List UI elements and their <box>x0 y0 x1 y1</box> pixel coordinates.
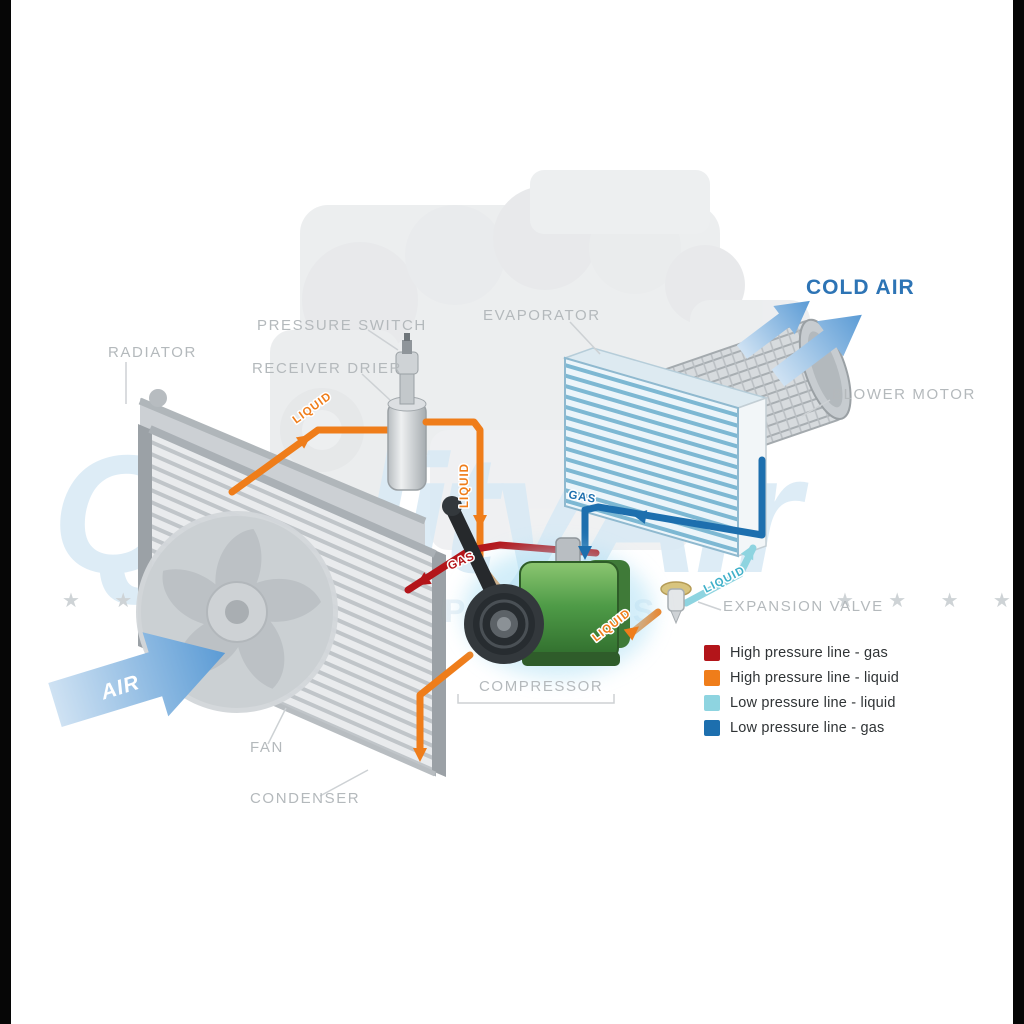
radiator <box>138 389 427 552</box>
legend-label: Low pressure line - liquid <box>730 695 896 711</box>
leader-lines <box>125 321 831 797</box>
legend-item-low-pressure-gas: Low pressure line - gas <box>704 720 899 736</box>
label-fan: FAN <box>250 739 284 756</box>
film-bar-left <box>0 0 11 1024</box>
compressor <box>442 496 630 666</box>
label-condenser: CONDENSER <box>250 790 361 807</box>
legend-swatch-low-pressure-liquid <box>704 695 720 711</box>
legend: High pressure line - gas High pressure l… <box>704 645 899 736</box>
label-evaporator: EVAPORATOR <box>483 307 601 324</box>
label-blower-motor: BLOWER MOTOR <box>832 386 976 403</box>
expansion-valve <box>660 581 692 625</box>
label-receiver-drier: RECEIVER DRIER <box>252 360 402 377</box>
watermark-stars-right: ★ ★ ★ ★ <box>836 588 1024 612</box>
pipe-label-liquid-2: LIQUID <box>459 463 471 508</box>
label-expansion-valve: EXPANSION VALVE <box>723 598 884 615</box>
legend-swatch-high-pressure-gas <box>704 645 720 661</box>
film-bar-right <box>1013 0 1024 1024</box>
pipe-low-pressure-gas <box>581 456 766 554</box>
legend-item-high-pressure-gas: High pressure line - gas <box>704 645 899 661</box>
label-compressor: COMPRESSOR <box>479 678 604 695</box>
pipe-high-pressure-liquid-3 <box>416 651 474 756</box>
pipe-high-pressure-liquid-1 <box>228 426 396 496</box>
air-arrow: AIR <box>48 632 226 727</box>
label-cold-air: COLD AIR <box>806 276 915 299</box>
label-pressure-switch: PRESSURE SWITCH <box>257 317 427 334</box>
legend-item-low-pressure-liquid: Low pressure line - liquid <box>704 695 899 711</box>
legend-label: Low pressure line - gas <box>730 720 885 736</box>
legend-label: High pressure line - liquid <box>730 670 900 686</box>
legend-item-high-pressure-liquid: High pressure line - liquid <box>704 670 899 686</box>
legend-swatch-low-pressure-gas <box>704 720 720 736</box>
legend-swatch-high-pressure-liquid <box>704 670 720 686</box>
pressure-switch <box>395 333 419 375</box>
label-radiator: RADIATOR <box>108 344 197 361</box>
compressor-belt <box>445 501 499 599</box>
legend-label: High pressure line - gas <box>730 645 888 661</box>
watermark-stars-left: ★ ★ <box>62 588 146 612</box>
receiver-drier <box>387 373 427 491</box>
